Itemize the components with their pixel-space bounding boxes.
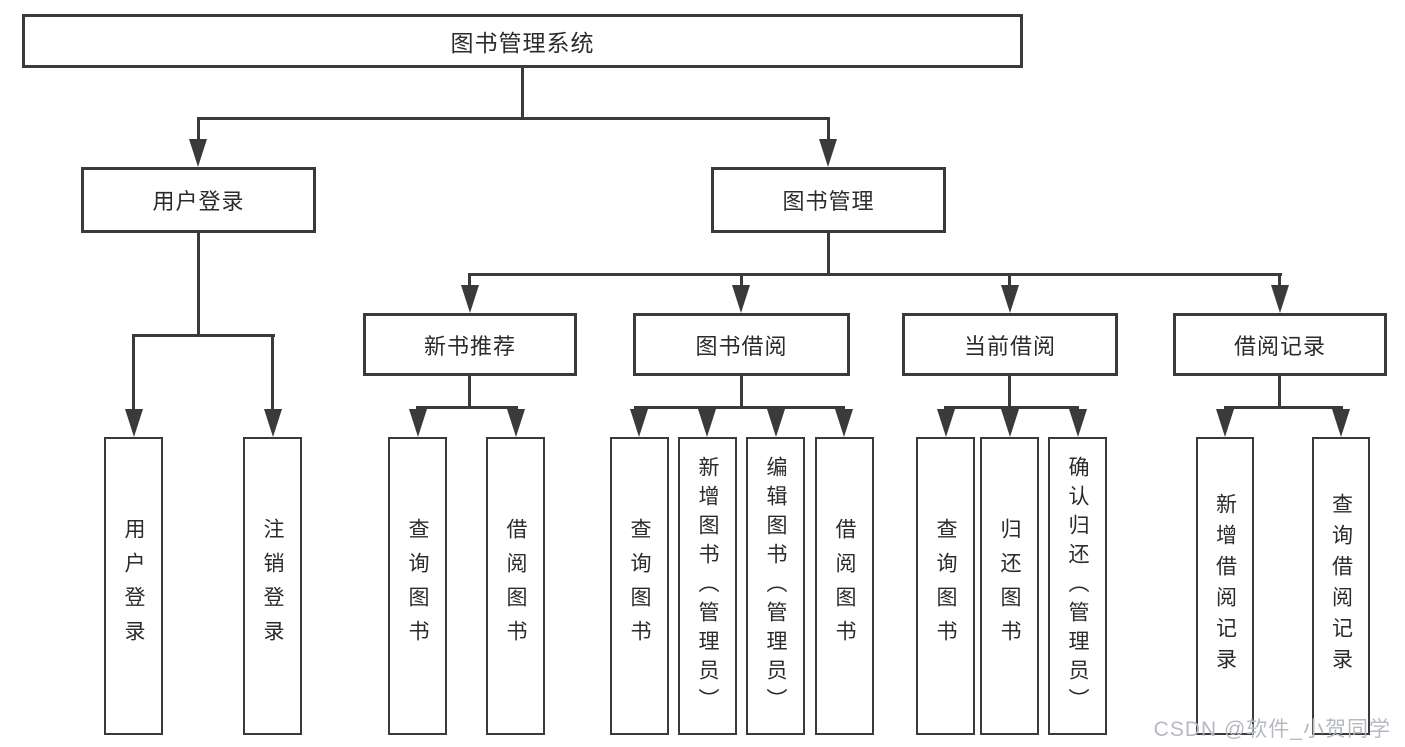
arrowhead-down-icon <box>1332 409 1350 437</box>
arrowhead-down-icon <box>1001 409 1019 437</box>
leaf-query-borrow-record: 查询借阅记录 <box>1312 437 1370 735</box>
connector-line <box>1008 273 1011 288</box>
connector-line <box>197 117 200 142</box>
leaf-borrow-books-recommend-label: 借阅图书 <box>504 518 527 654</box>
node-user-login: 用户登录 <box>81 167 316 233</box>
connector-line <box>197 233 200 337</box>
connector-line <box>740 273 743 288</box>
leaf-user-login-label: 用户登录 <box>122 518 145 654</box>
leaf-return-books-label: 归还图书 <box>998 518 1021 654</box>
arrowhead-down-icon <box>461 285 479 313</box>
leaf-add-borrow-record: 新增借阅记录 <box>1196 437 1254 735</box>
leaf-query-borrow-record-label: 查询借阅记录 <box>1329 493 1353 679</box>
node-book-management-label: 图书管理 <box>782 189 875 214</box>
leaf-logout: 注销登录 <box>243 437 302 735</box>
csdn-watermark: CSDN @软件_小贺同学 <box>1153 718 1391 741</box>
connector-line <box>827 233 830 276</box>
leaf-query-books-borrow-label: 查询图书 <box>628 518 651 654</box>
node-borrow-records-label: 借阅记录 <box>1233 333 1326 359</box>
leaf-add-books-admin-label: 新增图书（管理员） <box>696 455 719 717</box>
connector-line <box>634 406 845 409</box>
root-node-label: 图书管理系统 <box>450 30 595 56</box>
node-user-login-label: 用户登录 <box>152 189 245 214</box>
connector-line <box>521 68 524 119</box>
node-borrow-records: 借阅记录 <box>1173 313 1387 376</box>
node-book-borrow-label: 图书借阅 <box>695 333 788 359</box>
leaf-user-login: 用户登录 <box>104 437 163 735</box>
arrowhead-down-icon <box>819 139 837 167</box>
connector-line <box>1278 273 1281 288</box>
arrowhead-down-icon <box>767 409 785 437</box>
root-node-library-system: 图书管理系统 <box>22 14 1023 68</box>
leaf-borrow-books: 借阅图书 <box>815 437 874 735</box>
connector-line <box>468 376 471 409</box>
arrowhead-down-icon <box>189 139 207 167</box>
arrowhead-down-icon <box>698 409 716 437</box>
connector-line <box>468 273 1282 276</box>
leaf-query-books-recommend: 查询图书 <box>388 437 447 735</box>
arrowhead-down-icon <box>507 409 525 437</box>
connector-line <box>1224 406 1343 409</box>
connector-line <box>197 117 830 120</box>
node-current-borrow: 当前借阅 <box>902 313 1118 376</box>
node-book-borrow: 图书借阅 <box>633 313 850 376</box>
leaf-query-books-current: 查询图书 <box>916 437 975 735</box>
leaf-logout-label: 注销登录 <box>261 518 284 654</box>
node-current-borrow-label: 当前借阅 <box>963 333 1056 359</box>
connector-line <box>1278 376 1281 409</box>
node-new-book-recommend: 新书推荐 <box>363 313 577 376</box>
arrowhead-down-icon <box>630 409 648 437</box>
leaf-borrow-books-label: 借阅图书 <box>833 518 856 654</box>
connector-line <box>740 376 743 409</box>
leaf-add-books-admin: 新增图书（管理员） <box>678 437 737 735</box>
connector-line <box>416 406 518 409</box>
leaf-query-books-recommend-label: 查询图书 <box>406 518 429 654</box>
leaf-add-borrow-record-label: 新增借阅记录 <box>1213 493 1237 679</box>
arrowhead-down-icon <box>1216 409 1234 437</box>
arrowhead-down-icon <box>264 409 282 437</box>
connector-line <box>944 406 1079 409</box>
connector-line <box>827 117 830 142</box>
leaf-return-books: 归还图书 <box>980 437 1039 735</box>
arrowhead-down-icon <box>1069 409 1087 437</box>
arrowhead-down-icon <box>1271 285 1289 313</box>
node-new-book-recommend-label: 新书推荐 <box>423 333 516 359</box>
arrowhead-down-icon <box>937 409 955 437</box>
arrowhead-down-icon <box>409 409 427 437</box>
connector-line <box>271 334 274 414</box>
arrowhead-down-icon <box>732 285 750 313</box>
leaf-edit-books-admin-label: 编辑图书（管理员） <box>764 455 787 717</box>
leaf-query-books-current-label: 查询图书 <box>934 518 957 654</box>
leaf-edit-books-admin: 编辑图书（管理员） <box>746 437 805 735</box>
connector-line <box>1008 376 1011 409</box>
arrowhead-down-icon <box>1001 285 1019 313</box>
node-book-management: 图书管理 <box>711 167 946 233</box>
leaf-borrow-books-recommend: 借阅图书 <box>486 437 545 735</box>
connector-line <box>132 334 275 337</box>
arrowhead-down-icon <box>125 409 143 437</box>
connector-line <box>132 334 135 414</box>
leaf-query-books-borrow: 查询图书 <box>610 437 669 735</box>
leaf-confirm-return-admin-label: 确认归还（管理员） <box>1066 455 1089 717</box>
connector-line <box>468 273 471 288</box>
arrowhead-down-icon <box>835 409 853 437</box>
leaf-confirm-return-admin: 确认归还（管理员） <box>1048 437 1107 735</box>
